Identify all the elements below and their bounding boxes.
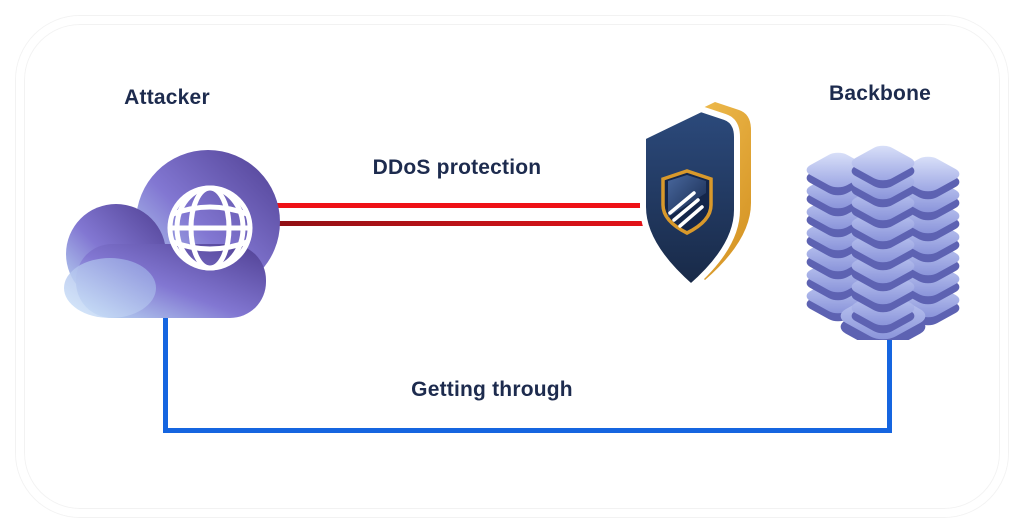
- attack-line-top: [272, 203, 646, 208]
- diagram-frame: [16, 16, 1008, 517]
- bypass-line: [163, 300, 892, 433]
- backbone-label: Backbone: [829, 82, 931, 105]
- cloud-icon: [64, 150, 280, 318]
- server-stack-icon: [801, 142, 965, 340]
- attacker-label: Attacker: [124, 86, 210, 109]
- shield-icon: [640, 102, 751, 291]
- server-tower-middle: [846, 142, 920, 337]
- bypass-label: Getting through: [411, 378, 573, 401]
- globe-icon: [167, 185, 253, 271]
- cloud-front-puff: [64, 258, 156, 318]
- ddos-protection-label: DDoS protection: [372, 156, 542, 179]
- shield-emblem: [661, 169, 713, 235]
- attack-line-bottom: [272, 221, 646, 226]
